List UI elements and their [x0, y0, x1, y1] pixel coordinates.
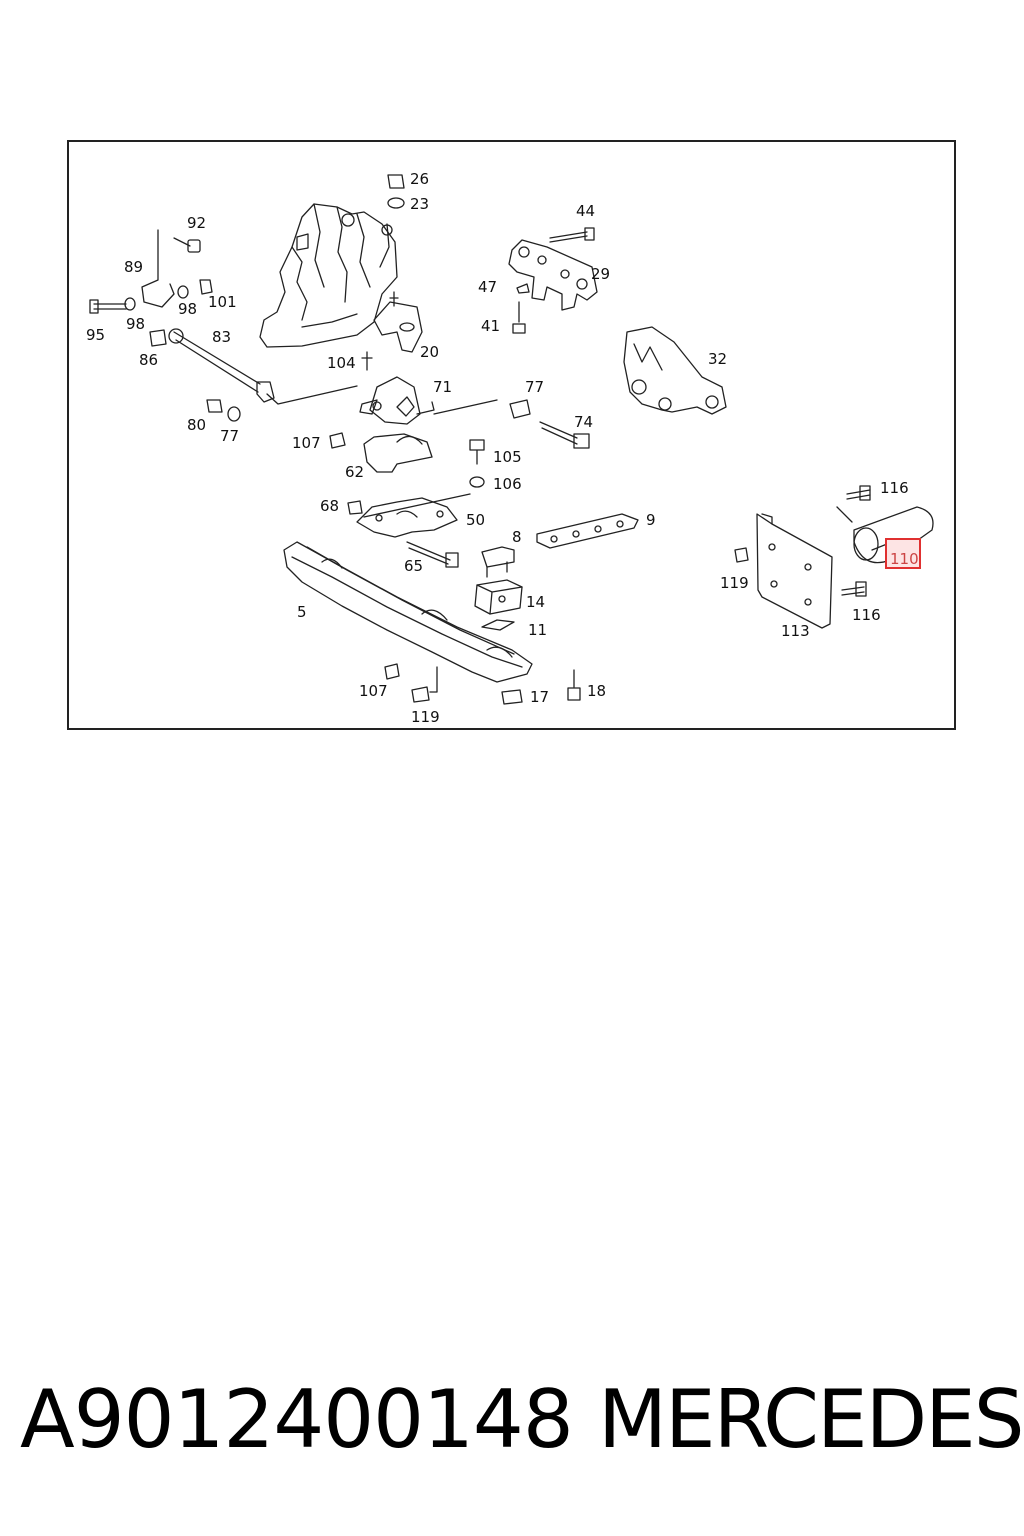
bracket-50-drawing: [347, 493, 471, 568]
callout-80: 80: [187, 416, 206, 434]
mount-block-drawing: [474, 546, 523, 631]
callout-17: 17: [530, 688, 549, 706]
nut-washer-top-drawing: [387, 174, 405, 209]
callout-86: 86: [139, 351, 158, 369]
callout-65: 65: [404, 557, 423, 575]
callout-98a: 98: [178, 300, 197, 318]
callout-20: 20: [420, 343, 439, 361]
callout-95: 95: [86, 326, 105, 344]
callout-92: 92: [187, 214, 206, 232]
callout-113: 113: [781, 622, 810, 640]
callout-110: 110: [890, 550, 919, 568]
callout-116a: 116: [880, 479, 909, 497]
callout-23: 23: [410, 195, 429, 213]
bracket-20-drawing: [373, 291, 423, 353]
part-number: A9012400148: [20, 1373, 574, 1466]
callout-89: 89: [124, 258, 143, 276]
callout-68: 68: [320, 497, 339, 515]
callout-11: 11: [528, 621, 547, 639]
footer: A9012400148 MERCEDES: [0, 1360, 1024, 1480]
callout-77b: 77: [220, 427, 239, 445]
callout-8: 8: [512, 528, 522, 546]
callout-41: 41: [481, 317, 500, 335]
crossmember-5-drawing: [283, 541, 581, 705]
callout-18: 18: [587, 682, 606, 700]
callout-83: 83: [212, 328, 231, 346]
bracket-29-drawing: [508, 227, 598, 334]
callout-101: 101: [208, 293, 237, 311]
callout-74: 74: [574, 413, 593, 431]
callout-29: 29: [591, 265, 610, 283]
callout-50: 50: [466, 511, 485, 529]
callout-107b: 107: [359, 682, 388, 700]
callout-104: 104: [327, 354, 356, 372]
callout-9: 9: [646, 511, 656, 529]
callout-106: 106: [493, 475, 522, 493]
callout-62: 62: [345, 463, 364, 481]
exploded-view-drawing: 2623449289294798101959883418620321047177…: [86, 170, 934, 726]
bracket-32-drawing: [623, 326, 727, 415]
callout-107a: 107: [292, 434, 321, 452]
callout-5: 5: [297, 603, 307, 621]
highlight-box: [885, 538, 921, 569]
callout-77a: 77: [525, 378, 544, 396]
callout-14: 14: [526, 593, 545, 611]
brand-name: MERCEDES: [598, 1373, 1024, 1466]
callout-47: 47: [478, 278, 497, 296]
engine-block-drawing: [259, 203, 398, 348]
callout-26: 26: [410, 170, 429, 188]
callout-105: 105: [493, 448, 522, 466]
callout-119a: 119: [720, 574, 749, 592]
callout-44: 44: [576, 202, 595, 220]
callout-116b: 116: [852, 606, 881, 624]
callout-119b: 119: [411, 708, 440, 726]
engine-mount-drawing: [329, 351, 590, 488]
heat-shield-drawing: [734, 485, 934, 629]
torque-rod-drawing: [89, 229, 358, 422]
bracket-9-drawing: [536, 513, 639, 549]
callout-71: 71: [433, 378, 452, 396]
callout-32: 32: [708, 350, 727, 368]
callout-98b: 98: [126, 315, 145, 333]
